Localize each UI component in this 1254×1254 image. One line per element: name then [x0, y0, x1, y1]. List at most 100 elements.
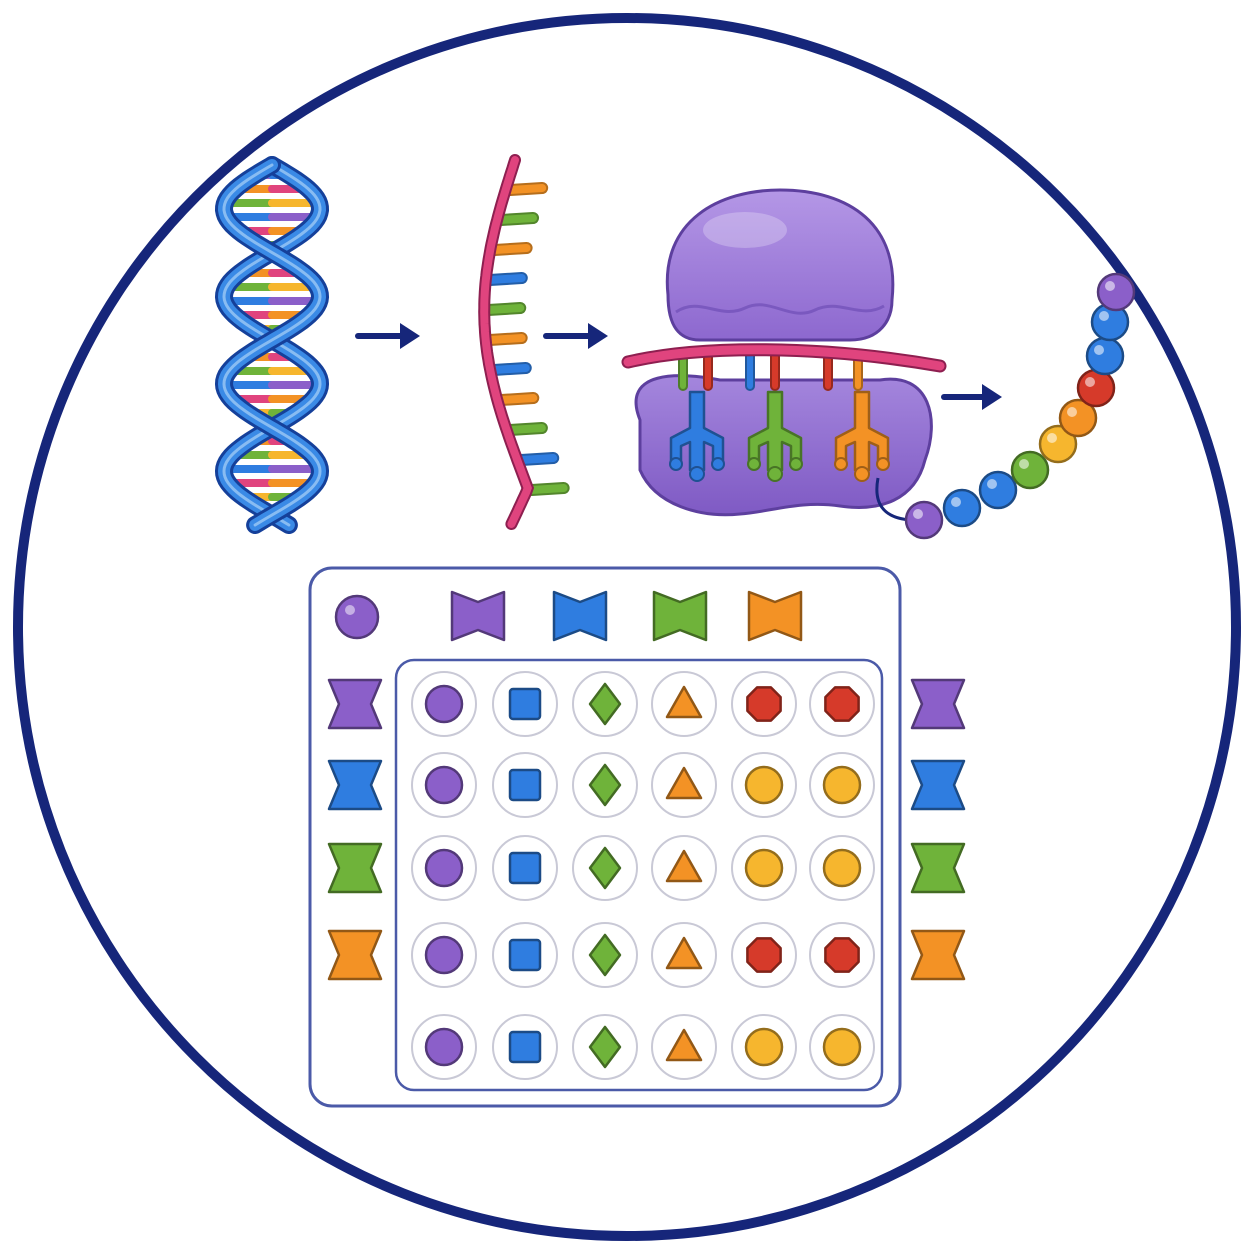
codon-cell [572, 752, 638, 818]
codon-cell [411, 922, 477, 988]
circle-icon [822, 1027, 862, 1067]
codon-cell [809, 835, 875, 901]
codon-tag-icon [327, 678, 383, 730]
codon-cell [731, 1014, 797, 1080]
circle-icon [822, 765, 862, 805]
amino-acid-bead [1058, 398, 1098, 438]
mrna-base [497, 394, 538, 404]
mrna-base [489, 364, 530, 374]
mrna-base [485, 274, 526, 284]
trna-molecules [669, 390, 890, 482]
mrna-strand-icon [478, 154, 570, 530]
amino-acid-bead [1085, 336, 1125, 376]
codon-cell [809, 922, 875, 988]
square-icon [508, 687, 542, 721]
diamond-icon [588, 933, 622, 977]
amino-acid-bead [978, 470, 1018, 510]
circle-icon [424, 848, 464, 888]
codon-cell [572, 835, 638, 901]
codon-cell [731, 922, 797, 988]
codon-cell [411, 671, 477, 737]
mrna-base [490, 244, 531, 254]
octagon-icon [824, 686, 860, 722]
codon-cell [492, 752, 558, 818]
codon-cell [492, 922, 558, 988]
codon-tag-icon [327, 759, 383, 811]
trna-molecule [669, 390, 725, 482]
codon-cell [411, 752, 477, 818]
amino-acid-bead [942, 488, 982, 528]
diamond-icon [588, 763, 622, 807]
circle-icon [424, 684, 464, 724]
square-icon [508, 768, 542, 802]
arrow-icon [543, 323, 608, 349]
ribosome-small-subunit [665, 188, 895, 342]
codon-tag-icon [652, 590, 708, 642]
codon-cell [809, 1014, 875, 1080]
codon-cell [492, 671, 558, 737]
arrow-icon [355, 323, 420, 349]
square-icon [508, 1030, 542, 1064]
dna-double-helix-icon [214, 156, 330, 534]
codon-cell [651, 752, 717, 818]
circle-icon [424, 935, 464, 975]
codon-tag-icon [747, 590, 803, 642]
circle-icon [744, 848, 784, 888]
amino-acid-bead [904, 500, 944, 540]
codon-tag-icon [910, 678, 966, 730]
codon-cell [809, 671, 875, 737]
codon-cell [651, 922, 717, 988]
circle-icon [424, 1027, 464, 1067]
codon-tag-icon [910, 929, 966, 981]
codon-cell [572, 922, 638, 988]
codon-cell [572, 671, 638, 737]
circle-icon [744, 1027, 784, 1067]
diamond-icon [588, 682, 622, 726]
mrna-base [506, 184, 547, 194]
corner-circle-icon [334, 594, 380, 640]
trna-molecule [834, 390, 890, 482]
amino-acid-bead [1090, 302, 1130, 342]
codon-cell [731, 671, 797, 737]
codon-tag-icon [327, 842, 383, 894]
circle-icon [424, 765, 464, 805]
amino-acid-bead [1038, 424, 1078, 464]
trna-molecule [747, 390, 803, 482]
diamond-icon [588, 1025, 622, 1069]
codon-tag-icon [327, 929, 383, 981]
codon-cell [411, 1014, 477, 1080]
mrna-base [497, 214, 538, 224]
mrna-base [527, 484, 568, 494]
amino-acid-bead [1076, 368, 1116, 408]
mrna-backbone [480, 156, 532, 528]
circle-icon [822, 848, 862, 888]
circle-icon [744, 765, 784, 805]
triangle-icon [665, 1028, 703, 1062]
triangle-icon [665, 685, 703, 719]
codon-tag-icon [450, 590, 506, 642]
arrow-icon [941, 384, 1002, 410]
square-icon [508, 851, 542, 885]
codon-cell [492, 1014, 558, 1080]
mrna-base [484, 304, 525, 314]
diamond-icon [588, 846, 622, 890]
amino-acid-bead [1096, 272, 1136, 312]
codon-tag-icon [910, 759, 966, 811]
codon-cell [492, 835, 558, 901]
triangle-icon [665, 849, 703, 883]
codon-tag-icon [910, 842, 966, 894]
mrna-base [517, 454, 558, 464]
mrna-backbone [623, 345, 945, 371]
codon-cell [651, 835, 717, 901]
octagon-icon [746, 686, 782, 722]
amino-acid-chain-icon [875, 272, 1136, 540]
codon-cell [411, 835, 477, 901]
triangle-icon [665, 936, 703, 970]
mrna-base [485, 334, 526, 344]
codon-cell [731, 752, 797, 818]
mrna-base [505, 424, 546, 434]
codon-tag-icon [552, 590, 608, 642]
amino-acid-bead [1010, 450, 1050, 490]
